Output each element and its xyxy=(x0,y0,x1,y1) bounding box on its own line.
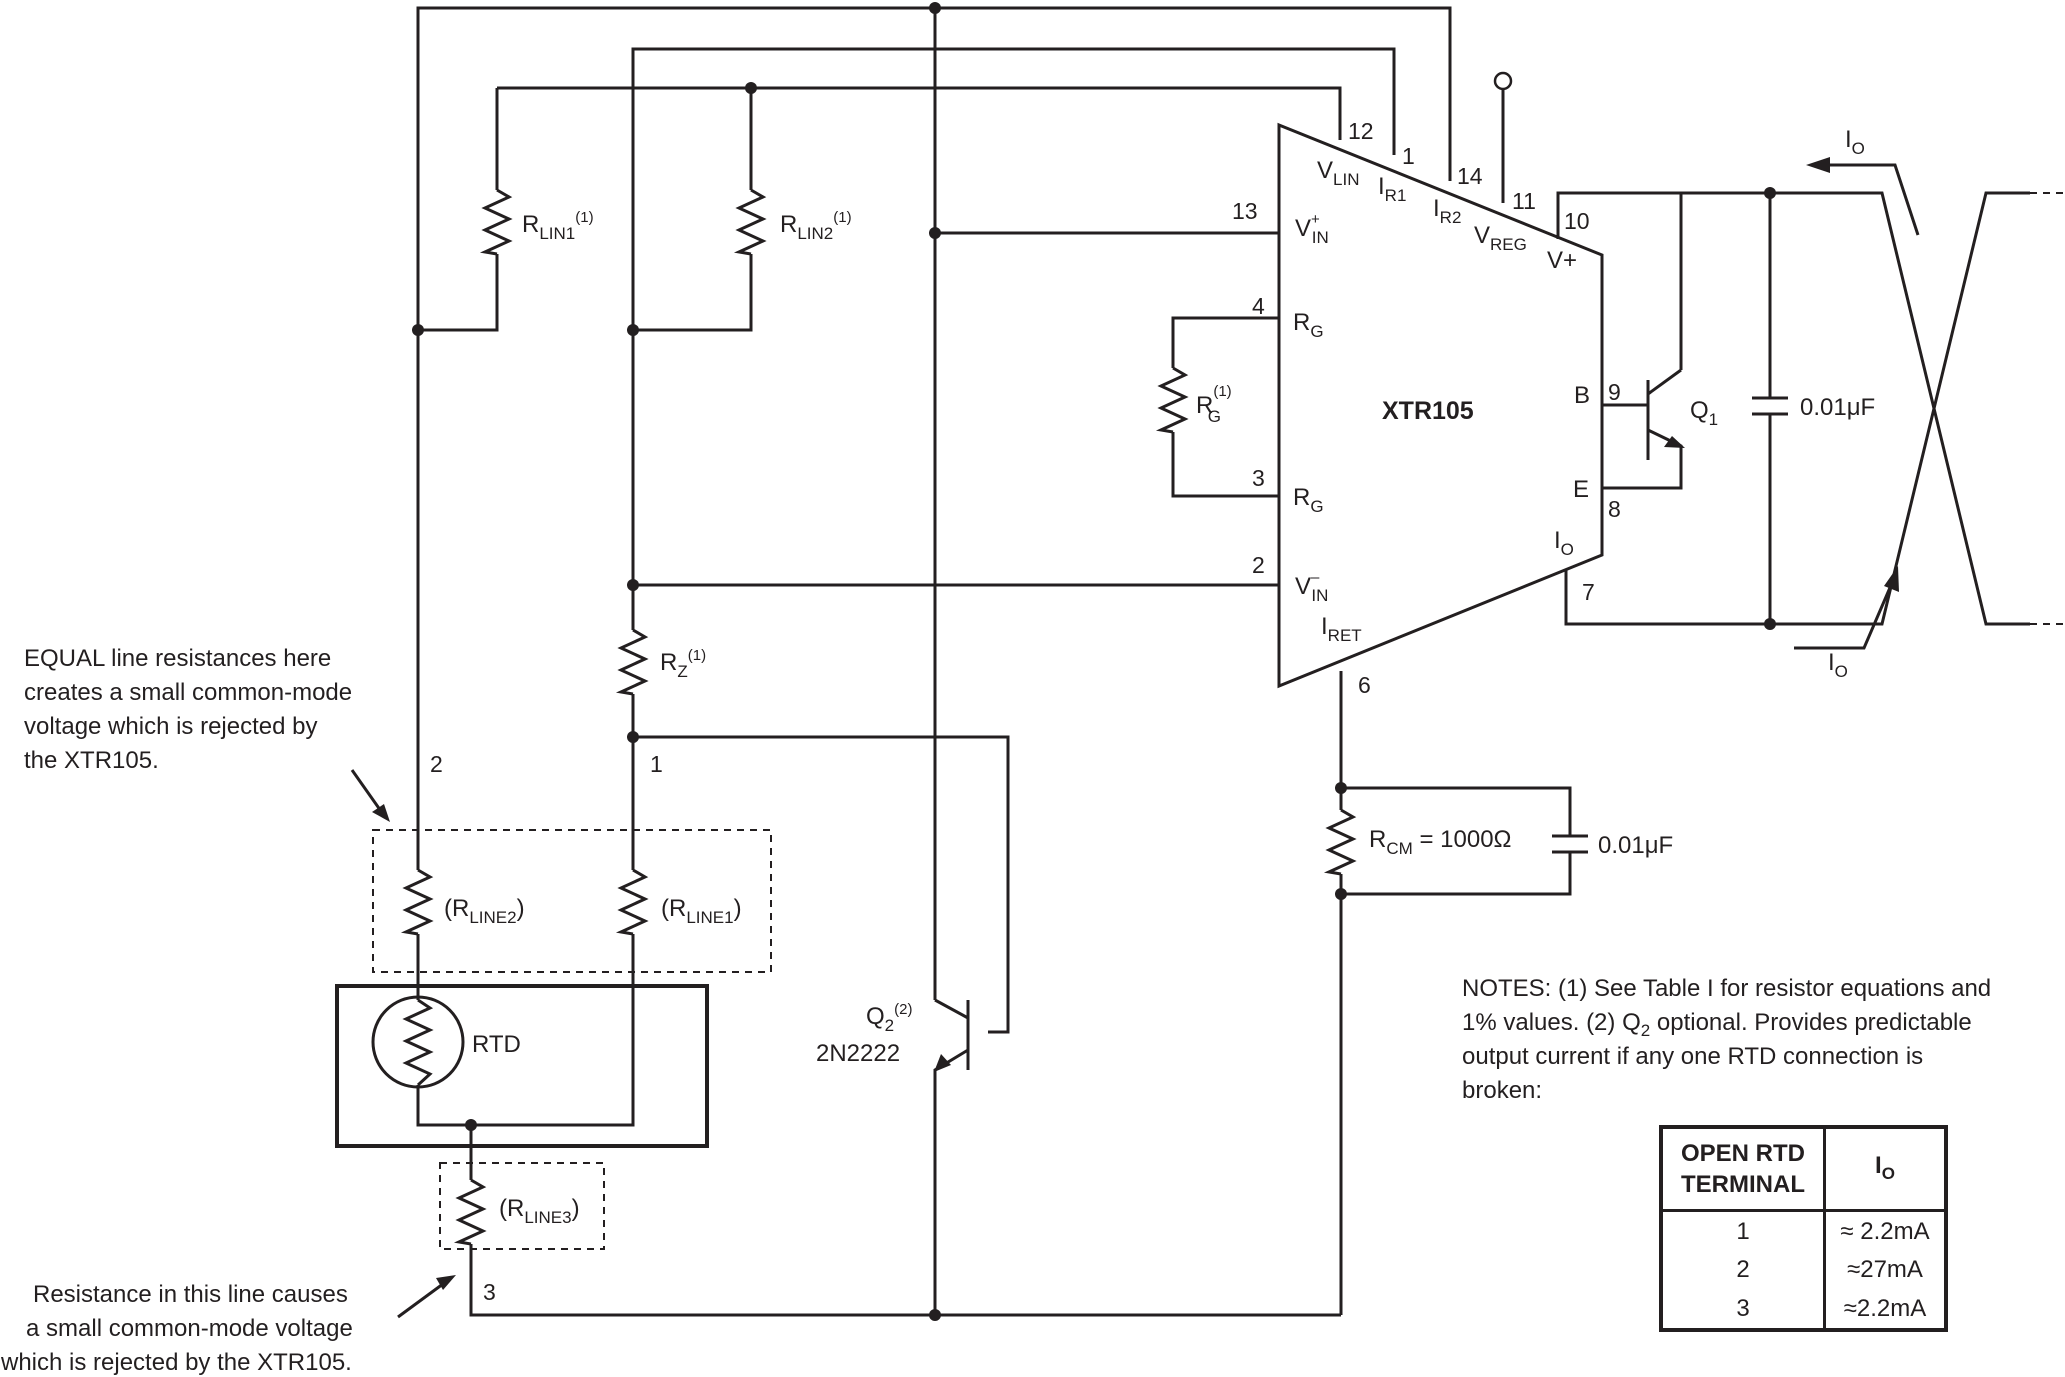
svg-text:IO: IO xyxy=(1828,649,1848,681)
svg-text:a small common-mode voltage: a small common-mode voltage xyxy=(26,1315,353,1342)
svg-text:0.01μF: 0.01μF xyxy=(1598,832,1673,859)
svg-text:10: 10 xyxy=(1564,208,1590,234)
svg-text:2: 2 xyxy=(1252,552,1265,578)
svg-text:IR2: IR2 xyxy=(1433,195,1461,227)
pin-labels: VLIN IR1 IR2 VREG V+ V+IN RG RG V–IN IRE… xyxy=(1293,157,1590,645)
resistors xyxy=(400,188,1357,1246)
svg-text:0.01μF: 0.01μF xyxy=(1800,394,1875,421)
svg-text:2N2222: 2N2222 xyxy=(816,1040,900,1067)
pin-numbers: 12 1 14 11 10 13 4 3 2 6 9 8 7 xyxy=(1232,118,1621,698)
svg-text:the XTR105.: the XTR105. xyxy=(24,747,159,774)
svg-text:1: 1 xyxy=(650,751,663,777)
rline3-box xyxy=(439,1162,605,1250)
rline2-resistor xyxy=(400,868,434,936)
svg-text:R(1)G: R(1)G xyxy=(1196,383,1232,426)
svg-text:Q2(2): Q2(2) xyxy=(866,1001,912,1035)
svg-text:13: 13 xyxy=(1232,198,1258,224)
equal-line-arrow xyxy=(350,769,385,815)
svg-text:IO: IO xyxy=(1554,527,1574,559)
notes-block: NOTES: (1) See Table I for resistor equa… xyxy=(1462,975,1991,1104)
svg-text:RG: RG xyxy=(1293,484,1324,516)
rlin1-resistor xyxy=(479,188,513,256)
svg-text:9: 9 xyxy=(1608,379,1621,405)
svg-text:(RLINE1): (RLINE1) xyxy=(661,895,742,927)
table-header-io: IO xyxy=(1823,1127,1946,1213)
svg-text:11: 11 xyxy=(1512,188,1536,214)
rtd-terminal-numbers: 1 2 3 xyxy=(430,751,663,1305)
svg-text:RCM = 1000Ω: RCM = 1000Ω xyxy=(1369,826,1511,858)
svg-text:creates a small common-mode: creates a small common-mode xyxy=(24,679,352,706)
svg-text:RLIN1(1): RLIN1(1) xyxy=(522,209,594,243)
svg-text:RZ(1): RZ(1) xyxy=(660,647,706,681)
svg-text:IRET: IRET xyxy=(1321,613,1362,645)
svg-text:6: 6 xyxy=(1358,672,1371,698)
svg-text:IR1: IR1 xyxy=(1378,173,1406,205)
svg-text:which is rejected by the XTR10: which is rejected by the XTR105. xyxy=(0,1349,352,1376)
rcm-capacitor xyxy=(1552,834,1588,854)
svg-text:3: 3 xyxy=(483,1279,496,1305)
rtd-box xyxy=(335,984,709,1148)
svg-text:(RLINE2): (RLINE2) xyxy=(444,895,525,927)
rtd-element xyxy=(402,998,434,1087)
rcm-resistor xyxy=(1323,808,1357,876)
svg-text:1: 1 xyxy=(1402,143,1415,169)
svg-text:12: 12 xyxy=(1348,118,1374,144)
svg-text:4: 4 xyxy=(1252,293,1265,319)
svg-text:Resistance in this line causes: Resistance in this line causes xyxy=(33,1281,348,1308)
line-resistance-box xyxy=(372,829,772,973)
svg-text:(RLINE3): (RLINE3) xyxy=(499,1195,580,1227)
line3-arrow xyxy=(397,1279,448,1319)
ic-name: XTR105 xyxy=(1382,397,1474,425)
svg-text:VREG: VREG xyxy=(1474,222,1527,254)
svg-text:RTD: RTD xyxy=(472,1031,521,1058)
svg-text:2: 2 xyxy=(430,751,443,777)
xtr105-ic-body xyxy=(1277,122,1604,689)
svg-text:3: 3 xyxy=(1252,465,1265,491)
q2-emitter-arrowhead xyxy=(934,1054,951,1072)
io-bottom-arrowhead xyxy=(1884,566,1899,592)
junction-dots xyxy=(412,2,1776,1321)
svg-text:voltage which is rejected by: voltage which is rejected by xyxy=(24,713,317,740)
svg-text:1% values. (2) Q2 optional. Pr: 1% values. (2) Q2 optional. Provides pre… xyxy=(1462,1009,1972,1040)
svg-text:V–IN: V–IN xyxy=(1295,569,1328,605)
svg-text:Q1: Q1 xyxy=(1690,397,1718,429)
io-top-arrowhead xyxy=(1806,157,1830,173)
svg-text:NOTES: (1) See Table I for res: NOTES: (1) See Table I for resistor equa… xyxy=(1462,975,1991,1002)
svg-text:7: 7 xyxy=(1582,579,1595,605)
rlin2-resistor xyxy=(733,188,767,256)
rz-resistor xyxy=(615,628,649,696)
svg-text:IO: IO xyxy=(1845,126,1865,158)
line3-note: Resistance in this line causes a small c… xyxy=(0,1281,353,1376)
table-row: 3 ≈2.2mA xyxy=(1661,1289,1946,1330)
svg-text:broken:: broken: xyxy=(1462,1077,1542,1104)
component-labels: RLIN1(1) RLIN2(1) R(1)G RZ(1) (RLINE2) (… xyxy=(444,126,1875,1227)
svg-text:B: B xyxy=(1574,382,1590,409)
rg-resistor xyxy=(1155,366,1189,434)
svg-text:E: E xyxy=(1573,476,1589,503)
svg-text:V+IN: V+IN xyxy=(1295,211,1329,247)
rline3-resistor xyxy=(453,1178,487,1246)
table-row: 1 ≈ 2.2mA xyxy=(1661,1210,1946,1251)
svg-text:VLIN: VLIN xyxy=(1317,157,1359,189)
svg-text:RLIN2(1): RLIN2(1) xyxy=(780,209,852,243)
rtd-circle xyxy=(371,995,465,1089)
svg-text:14: 14 xyxy=(1457,163,1483,189)
q1-emitter-arrowhead xyxy=(1664,436,1685,448)
table-row: 2 ≈27mA xyxy=(1661,1250,1946,1290)
rline1-resistor xyxy=(615,868,649,936)
svg-text:EQUAL line resistances here: EQUAL line resistances here xyxy=(24,645,331,672)
svg-text:RG: RG xyxy=(1293,309,1324,341)
equal-line-note: EQUAL line resistances here creates a sm… xyxy=(24,645,352,774)
svg-text:output current if any one RTD: output current if any one RTD connection… xyxy=(1462,1043,1923,1070)
svg-text:V+: V+ xyxy=(1547,247,1577,274)
svg-text:8: 8 xyxy=(1608,496,1621,522)
